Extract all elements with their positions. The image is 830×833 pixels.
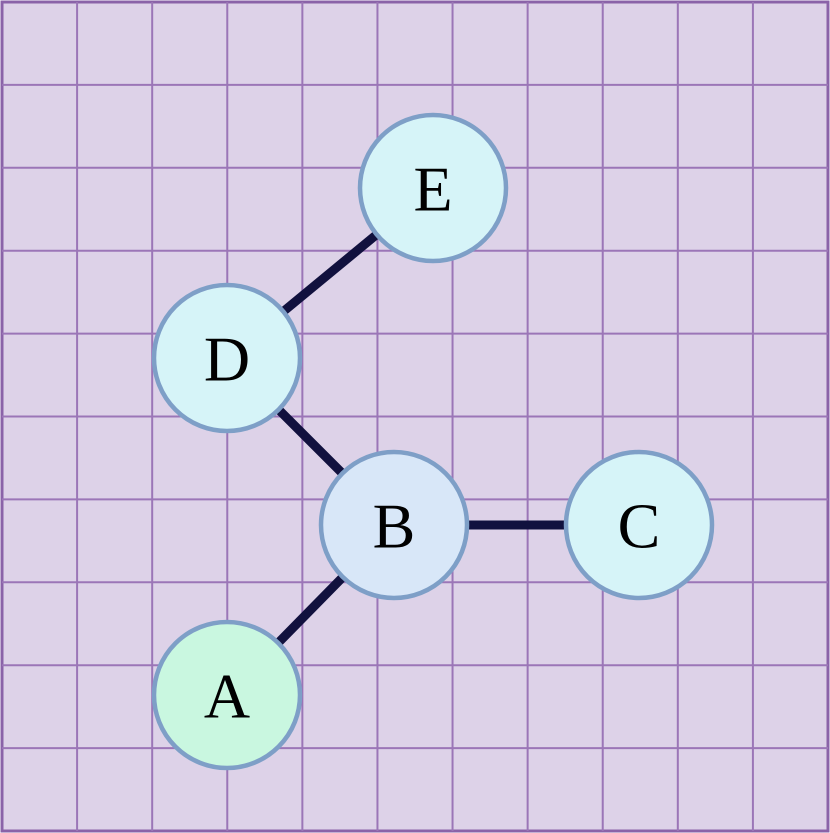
node-circle-C[interactable] (563, 449, 715, 601)
node-D[interactable]: D (151, 282, 303, 434)
node-circle-B[interactable] (318, 449, 470, 601)
node-A[interactable]: A (151, 619, 303, 771)
node-circle-E[interactable] (357, 112, 509, 264)
node-C[interactable]: C (563, 449, 715, 601)
node-circle-A[interactable] (151, 619, 303, 771)
node-circle-D[interactable] (151, 282, 303, 434)
node-E[interactable]: E (357, 112, 509, 264)
node-B[interactable]: B (318, 449, 470, 601)
